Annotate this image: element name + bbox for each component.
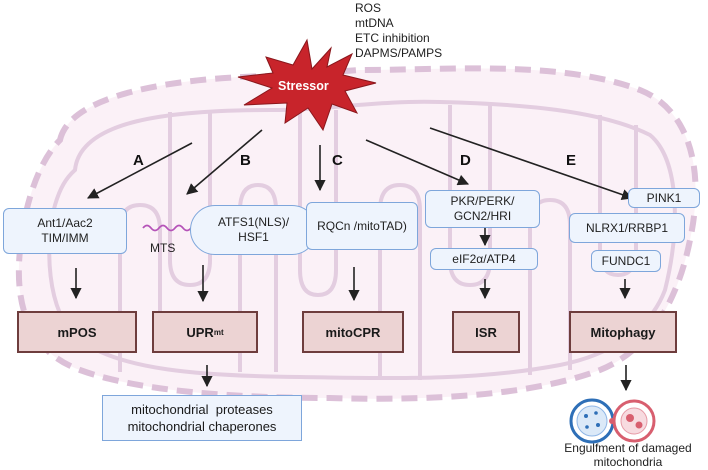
stressor-label: Stressor — [278, 79, 329, 93]
arrow-to-b — [186, 129, 263, 195]
engulfment-label-1: Engulfment of damaged — [564, 441, 692, 455]
fundc1-box: FUNDC1 — [591, 250, 661, 272]
upr-target-proteases: mitochondrial proteases — [131, 402, 273, 417]
atfs1-hsf1-box: ATFS1(NLS)/ HSF1 — [190, 205, 317, 255]
pkr-label: PKR/PERK/ — [450, 194, 515, 208]
pathway-letter-c: C — [332, 152, 343, 169]
pathway-letter-b: B — [240, 152, 251, 169]
uprmt-main: UPR — [186, 324, 214, 340]
stressor-star — [237, 38, 377, 132]
pkr-perk-box: PKR/PERK/ GCN2/HRI — [425, 190, 540, 228]
outcome-mitophagy: Mitophagy — [569, 311, 677, 353]
outcome-isr: ISR — [452, 311, 520, 353]
upr-target-chaperones: mitochondrial chaperones — [127, 419, 277, 434]
outcome-mitocpr: mitoCPR — [302, 311, 404, 353]
pathway-letter-e: E — [566, 152, 577, 169]
hsf1-label: HSF1 — [238, 230, 269, 244]
tim-label: TIM/IMM — [41, 231, 89, 245]
arrow-to-e — [429, 127, 634, 200]
pathway-letter-d: D — [460, 152, 471, 169]
upr-targets-box: mitochondrial proteases mitochondrial ch… — [102, 395, 302, 441]
pink1-box: PINK1 — [628, 188, 700, 208]
uprmt-sup: mt — [213, 327, 224, 337]
stressor-cause: DAPMS/PAMPS — [355, 46, 443, 60]
stressor-cause: ROS — [355, 1, 382, 15]
stressor-arrows — [87, 127, 634, 200]
ant1-tim-box: Ant1/Aac2 TIM/IMM — [3, 208, 127, 254]
ant1-label: Ant1/Aac2 — [37, 216, 93, 230]
mitochondrion-cristae — [118, 105, 638, 380]
pathway-letter-a: A — [133, 152, 144, 169]
outcome-mpos: mPOS — [17, 311, 137, 353]
engulfment-illustration — [569, 398, 656, 444]
mts-squiggle — [142, 224, 192, 232]
nlrx1-box: NLRX1/RRBP1 — [569, 213, 685, 243]
rqcn-mitotad-box: RQCn /mitoTAD) — [306, 202, 418, 250]
arrow-to-a — [87, 142, 193, 199]
mts-label: MTS — [150, 241, 176, 255]
pathway-arrows — [70, 228, 632, 392]
eif2a-box: eIF2α/ATP4 — [430, 248, 538, 270]
stressor-cause: ETC inhibition — [355, 31, 430, 45]
arrow-to-d — [365, 139, 470, 186]
engulfment-label-2: mitochondria — [593, 455, 663, 469]
atfs1-label: ATFS1(NLS)/ — [217, 215, 290, 229]
stressor-cause: mtDNA — [355, 16, 394, 30]
gcn2-label: GCN2/HRI — [453, 209, 512, 223]
